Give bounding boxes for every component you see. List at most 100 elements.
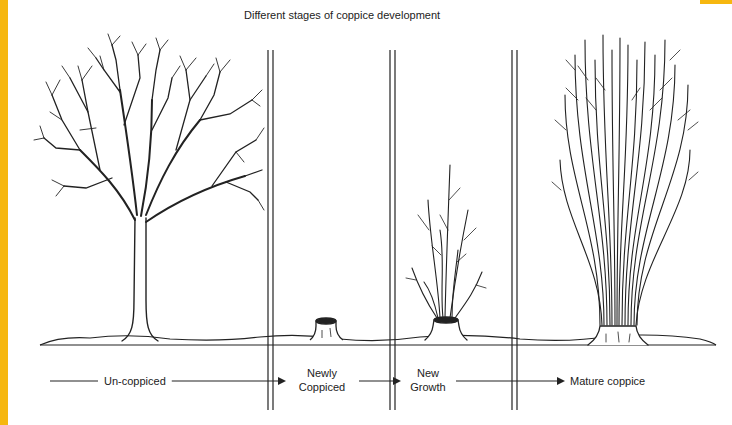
drawing-stroke [670, 50, 680, 60]
drawing-stroke [619, 45, 628, 325]
drawing-stroke [138, 44, 146, 55]
drawing-stroke [688, 122, 698, 130]
drawing-stroke [80, 128, 96, 130]
drawing-stroke [511, 50, 512, 410]
drawing-stroke [578, 66, 588, 80]
drawing-stroke [52, 180, 64, 186]
mature-coppice [552, 35, 698, 345]
drawing-stroke [236, 152, 244, 162]
drawing-stroke [457, 254, 466, 262]
drawing-stroke [631, 40, 665, 325]
drawing-stroke [176, 70, 190, 150]
drawing-stroke [432, 246, 441, 255]
drawing-stroke [50, 112, 62, 120]
drawing-stroke [252, 100, 260, 106]
drawing-stroke [180, 56, 186, 70]
diagram-title: Different stages of coppice development [244, 8, 440, 22]
drawing-stroke [637, 85, 688, 325]
drawing-stroke [96, 58, 120, 92]
drawing-stroke [200, 100, 252, 120]
drawing-stroke [588, 326, 648, 345]
newly-coppiced-stump [310, 318, 343, 340]
drawing-stroke [226, 182, 258, 200]
drawing-stroke [406, 278, 416, 280]
drawing-stroke [80, 150, 135, 220]
drawing-stroke [152, 78, 172, 130]
drawing-stroke [112, 36, 120, 45]
arrow-head [393, 377, 401, 385]
drawing-stroke [424, 282, 438, 318]
drawing-stroke [132, 42, 138, 55]
drawing-stroke [146, 176, 245, 222]
drawing-stroke [560, 160, 602, 325]
drawing-stroke [220, 60, 230, 72]
stage-label: Mature coppice [570, 374, 645, 388]
drawing-stroke [596, 78, 605, 90]
arrow-line [359, 380, 395, 381]
drawing-stroke [552, 50, 698, 190]
drawing-stroke [406, 188, 486, 288]
drawing-stroke [46, 82, 52, 95]
drawing-stroke [64, 178, 112, 188]
drawing-stroke [603, 35, 612, 325]
drawing-stroke [82, 66, 92, 80]
drawing-stroke [606, 332, 630, 342]
drawing-stroke [394, 50, 395, 410]
drawing-stroke [272, 50, 273, 410]
new-growth-coppice [406, 165, 486, 340]
drawing-stroke [146, 120, 200, 215]
drawing-stroke [56, 186, 64, 196]
drawing-stroke [78, 66, 82, 80]
drawing-stroke [450, 210, 468, 318]
drawing-stroke [586, 98, 596, 110]
arrow-line [172, 380, 280, 381]
un-coppiced-tree [34, 34, 264, 341]
stage-label: Un-coppiced [104, 374, 166, 388]
drawing-stroke [141, 100, 152, 216]
drawing-stroke [322, 328, 331, 338]
drawing-stroke [258, 200, 264, 210]
drawing-stroke [206, 64, 214, 76]
drawing-stroke [34, 138, 44, 140]
drawing-stroke [44, 45, 262, 200]
drawing-stroke [455, 272, 482, 318]
drawing-stroke [44, 138, 80, 150]
drawing-stroke [88, 48, 96, 58]
drawing-stroke [555, 120, 566, 130]
drawing-stroke [389, 50, 390, 410]
arrow-head [278, 377, 286, 385]
drawing-stroke [650, 98, 662, 110]
drawing-stroke [566, 60, 575, 70]
drawing-stroke [636, 150, 690, 325]
drawing-stroke [245, 170, 262, 176]
drawing-stroke [575, 55, 604, 325]
drawing-stroke [200, 72, 220, 120]
drawing-stroke [632, 88, 640, 100]
drawing-stroke [256, 128, 264, 140]
arrow-head [557, 377, 565, 385]
drawing-stroke [440, 230, 443, 318]
drawing-stroke [440, 215, 448, 230]
drawing-stroke [689, 172, 698, 180]
drawing-stroke [124, 55, 140, 125]
drawing-stroke [172, 66, 180, 78]
drawing-stroke [160, 40, 168, 50]
drawing-stroke [120, 90, 137, 215]
drawing-stroke [660, 78, 672, 90]
drawing-stroke [70, 78, 88, 112]
drawing-stroke [62, 66, 70, 78]
border-strip [0, 0, 8, 425]
drawing-stroke [412, 268, 437, 318]
drawing-stroke [445, 165, 450, 318]
drawing-stroke [560, 35, 690, 325]
drawing-stroke [40, 126, 44, 138]
drawing-stroke [190, 76, 206, 100]
drawing-stroke [464, 228, 476, 240]
drawing-stroke [186, 58, 196, 70]
drawing-stroke [156, 38, 160, 50]
drawing-stroke [418, 215, 429, 230]
drawing-stroke [428, 200, 440, 318]
drawing-stroke [625, 42, 645, 325]
